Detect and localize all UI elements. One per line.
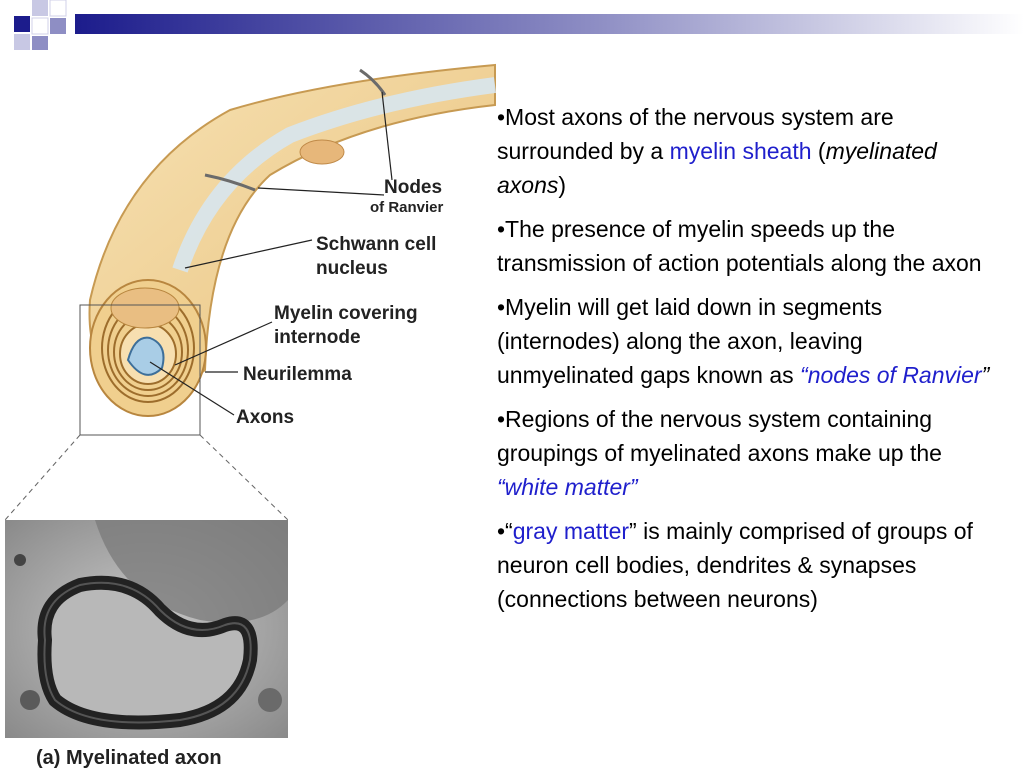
label-schwann-1: Schwann cell xyxy=(316,234,436,255)
header-bar xyxy=(14,0,1024,50)
bullet-segments: •Myelin will get laid down in segments (… xyxy=(497,290,997,392)
bullet-text: •Myelin will get laid down in segments (… xyxy=(497,294,883,388)
bullet-text: ) xyxy=(558,172,567,198)
highlight-term: gray matter xyxy=(512,518,630,544)
bullet-myelin-sheath: •Most axons of the nervous system are su… xyxy=(497,100,997,202)
myelinated-axon-figure: Nodes of Ranvier Schwann cell nucleus My… xyxy=(4,63,497,768)
bullet-text: •The presence of myelin speeds up the tr… xyxy=(497,216,982,276)
highlight-term: “nodes of Ranvier xyxy=(800,362,982,388)
highlight-term: “white matter” xyxy=(497,474,638,500)
bullet-text: •“ xyxy=(497,518,513,544)
bullet-white-matter: •Regions of the nervous system containin… xyxy=(497,402,997,504)
bullet-text: ( xyxy=(811,138,826,164)
italic-term: myelinated axons xyxy=(497,138,937,198)
label-axons: Axons xyxy=(236,407,294,428)
label-myelin-1: Myelin covering xyxy=(274,303,418,324)
highlight-term: myelin sheath xyxy=(669,138,812,164)
bullet-speed: •The presence of myelin speeds up the tr… xyxy=(497,212,997,280)
label-schwann-2: nucleus xyxy=(316,258,388,279)
label-nodes: Nodes xyxy=(384,177,442,198)
label-neurilemma: Neurilemma xyxy=(243,364,352,385)
figure-caption: (a) Myelinated axon xyxy=(36,747,222,768)
bullet-gray-matter: •“gray matter” is mainly comprised of gr… xyxy=(497,514,997,616)
bullet-text: ” is mainly comprised of groups of neuro… xyxy=(497,518,973,612)
bullet-text: •Most axons of the nervous system are su… xyxy=(497,104,894,164)
bullet-text: ” xyxy=(981,362,990,388)
bullet-text: •Regions of the nervous system containin… xyxy=(497,406,942,466)
label-myelin-2: internode xyxy=(274,327,361,348)
label-of-ranvier: of Ranvier xyxy=(370,199,444,216)
bullet-list: •Most axons of the nervous system are su… xyxy=(497,100,997,626)
electron-micrograph xyxy=(5,520,288,738)
